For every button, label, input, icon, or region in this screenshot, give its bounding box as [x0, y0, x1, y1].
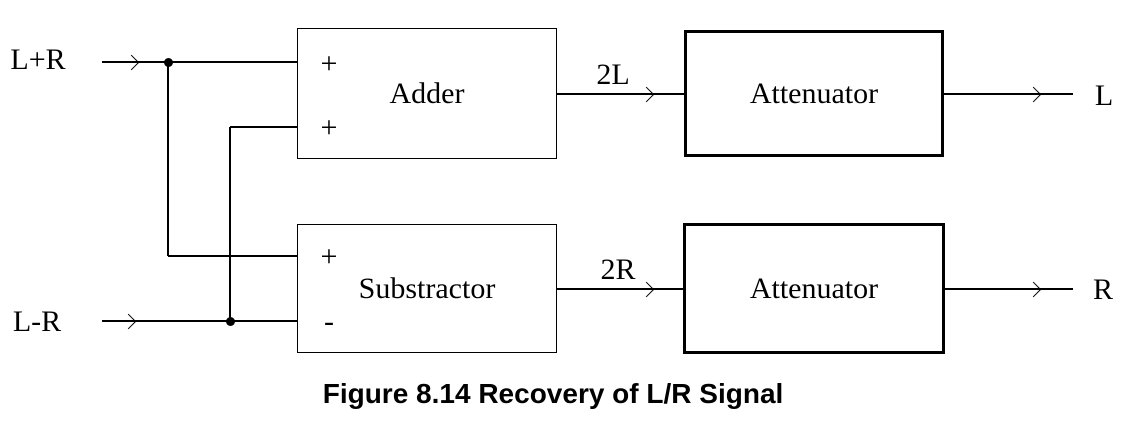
arrow-right-icon	[123, 54, 140, 71]
wire-to-adder-plus-2	[230, 126, 298, 128]
arrow-right-icon	[1025, 281, 1042, 298]
input-label-l-minus-r: L-R	[12, 305, 62, 338]
arrow-right-icon	[120, 313, 137, 330]
attenuator-top-label: Attenuator	[749, 76, 879, 110]
figure-caption: Figure 8.14 Recovery of L/R Signal	[322, 378, 784, 409]
arrow-right-icon	[638, 86, 655, 103]
adder-block: Adder	[297, 28, 557, 159]
wire-l-minus-r-input	[102, 320, 298, 322]
wire-adder-to-attenuator	[557, 93, 685, 95]
wire-l-plus-r-branch-down	[167, 62, 169, 256]
junction-dot-l-plus-r	[163, 57, 173, 67]
output-label-l: L	[1094, 79, 1114, 112]
arrow-right-icon	[638, 281, 655, 298]
substractor-plus-port: +	[320, 240, 338, 273]
adder-plus-port-top: +	[320, 47, 338, 80]
substractor-block: Substractor	[297, 224, 557, 353]
output-label-r: R	[1092, 273, 1114, 306]
attenuator-top-block: Attenuator	[684, 30, 944, 157]
adder-label: Adder	[389, 76, 465, 110]
wire-to-substractor-plus	[168, 255, 298, 257]
wire-l-plus-r-input	[102, 61, 298, 63]
substractor-minus-port: -	[324, 305, 334, 338]
attenuator-bottom-block: Attenuator	[683, 223, 945, 354]
wire-l-minus-r-branch-up	[229, 127, 231, 321]
wire-attenuator-bottom-output	[945, 288, 1073, 290]
junction-dot-l-minus-r	[225, 316, 235, 326]
attenuator-bottom-label: Attenuator	[749, 271, 879, 305]
signal-label-2r: 2R	[600, 253, 636, 286]
adder-plus-port-bottom: +	[320, 111, 338, 144]
wire-substractor-to-attenuator	[557, 288, 684, 290]
wire-attenuator-top-output	[944, 93, 1073, 95]
input-label-l-plus-r: L+R	[10, 43, 66, 76]
signal-label-2l: 2L	[596, 58, 630, 91]
arrow-right-icon	[1025, 86, 1042, 103]
substractor-label: Substractor	[358, 271, 496, 305]
